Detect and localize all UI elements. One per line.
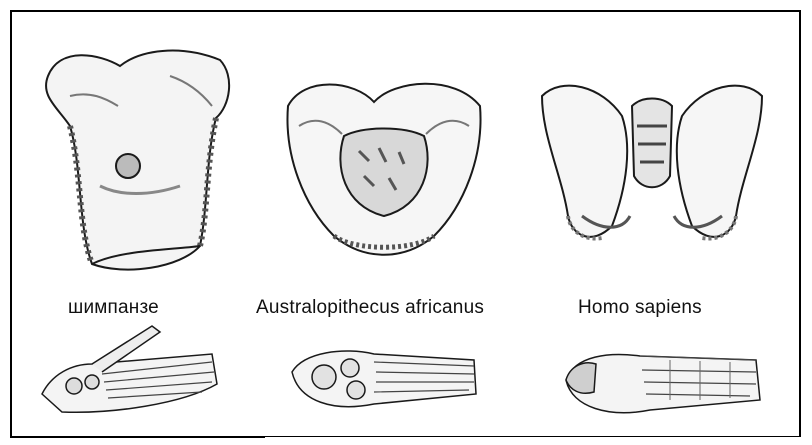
caption-australopithecus: Australopithecus africanus bbox=[256, 297, 484, 319]
chimpanzee-pelvis-icon bbox=[30, 36, 250, 286]
homo-sapiens-pelvis-icon bbox=[532, 66, 772, 266]
australopithecus-pelvis-icon bbox=[274, 66, 494, 266]
australopithecus-foot-icon bbox=[284, 332, 484, 422]
chimpanzee-foot-icon bbox=[32, 324, 232, 424]
caption-chimpanzee: шимпанзе bbox=[68, 297, 159, 319]
frame-bottom-gap bbox=[265, 437, 805, 445]
caption-homo-sapiens: Homo sapiens bbox=[578, 297, 702, 319]
homo-sapiens-foot-icon bbox=[560, 330, 770, 425]
figure-frame: шимпанзе Australopithecus africanus Homo… bbox=[10, 10, 801, 438]
